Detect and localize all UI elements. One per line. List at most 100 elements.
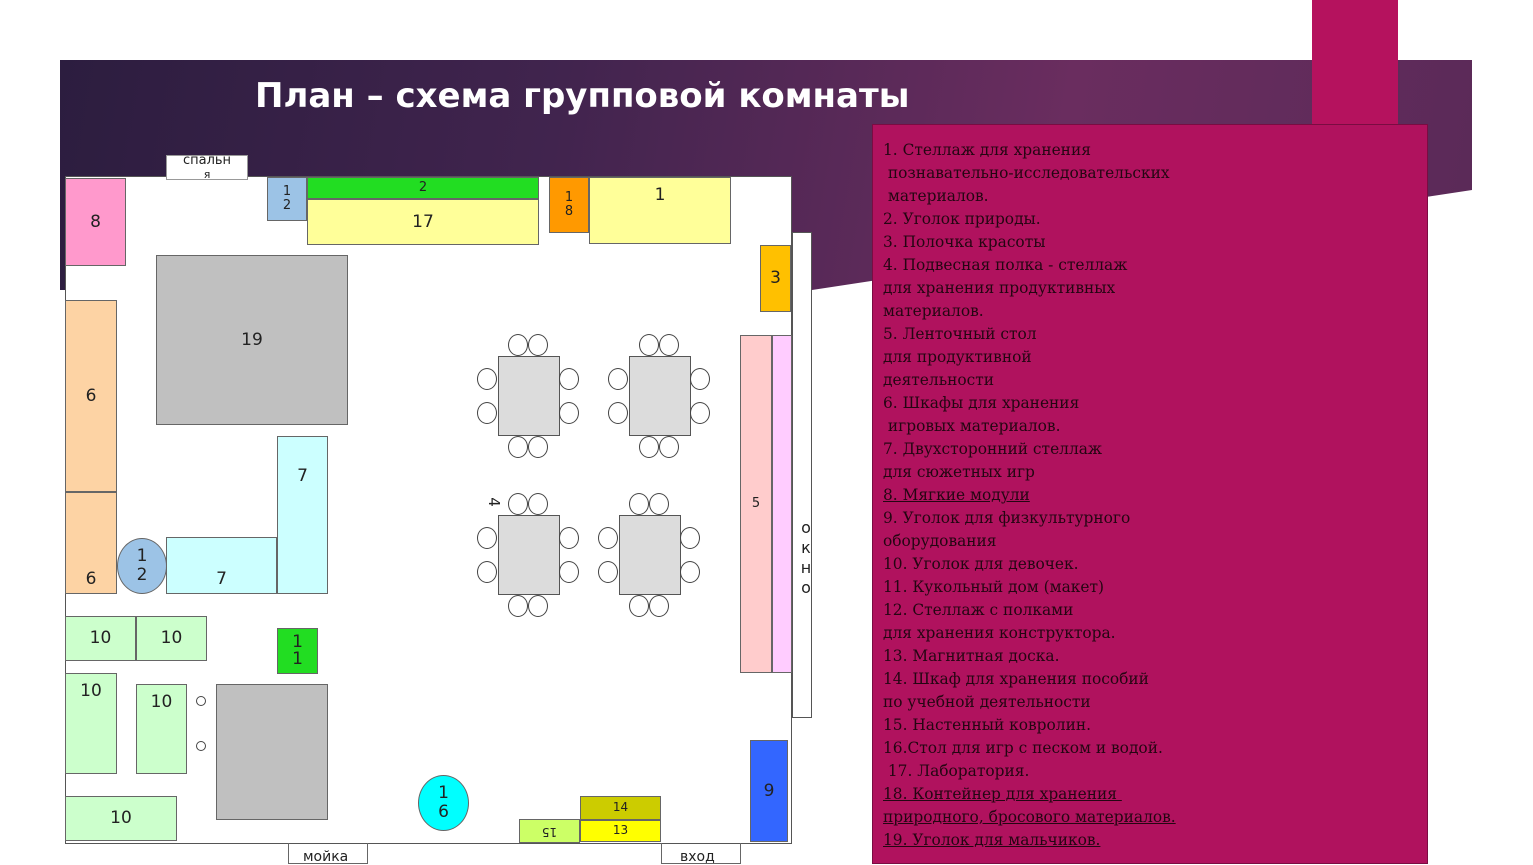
chair [649,595,669,617]
legend-item: 4. Подвесная полка - стеллаж [883,256,1128,274]
magnetic-board-13: 13 [580,820,661,842]
girls-corner-10-e: 10 [65,796,177,841]
chair [559,368,579,390]
chair [559,561,579,583]
legend-item: оборудования [883,532,997,550]
legend-item: для сюжетных игр [883,463,1035,481]
child-table [498,515,560,595]
page-title: План – схема групповой комнаты [255,76,910,116]
laboratory-17: 17 [307,199,539,245]
stray-label-4: 4 [484,497,503,507]
chair [680,561,700,583]
legend-item: 6. Шкафы для хранения [883,394,1080,412]
doll-house-11: 1 1 [277,628,318,674]
chair [629,595,649,617]
legend-item: по учебной деятельности [883,693,1091,711]
manuals-cabinet-14: 14 [580,796,661,820]
hanging-shelf-4 [772,335,792,673]
child-table [629,356,691,436]
legend-item: 9. Уголок для физкультурного [883,509,1131,527]
girls-corner-10-a: 10 [65,616,136,661]
chair [690,368,710,390]
chair [528,595,548,617]
chair [508,595,528,617]
chair [508,493,528,515]
container-18: 1 8 [549,177,589,233]
research-shelf-1: 1 [589,177,731,244]
legend-item: 3. Полочка красоты [883,233,1046,251]
chair [649,493,669,515]
girls-corner-10-b: 10 [136,616,207,661]
soft-modules-8: 8 [65,178,126,266]
window-frame [792,232,812,718]
ribbon-table-5: 5 [740,335,772,673]
legend-item: для хранения конструктора. [883,624,1116,642]
chair [598,561,618,583]
chair [559,527,579,549]
chair [528,334,548,356]
legend-item: 10. Уголок для девочек. [883,555,1079,573]
sink-door-frame [288,843,368,864]
carpet-15: 15 [519,819,580,843]
legend-item: 13. Магнитная доска. [883,647,1060,665]
chair [659,436,679,458]
legend-item: 15. Настенный ковролин. [883,716,1091,734]
chair [477,561,497,583]
chair [659,334,679,356]
legend-item: 17. Лаборатория. [883,762,1030,780]
story-rack-7-vertical: 7 [277,436,328,594]
sand-water-table-16: 1 6 [418,775,469,831]
legend-item: игровых материалов. [883,417,1061,435]
sports-corner-9: 9 [750,740,788,842]
chair [559,402,579,424]
game-cabinet-6-bottom: 6 [65,492,117,594]
legend-item: материалов. [883,187,989,205]
chair [598,527,618,549]
legend-item: 16.Стол для игр с песком и водой. [883,739,1163,757]
legend-item: деятельности [883,371,994,389]
legend-item: для продуктивной [883,348,1032,366]
girls-corner-10-c: 10 [65,673,117,774]
beauty-shelf-3: 3 [760,245,791,312]
child-table [619,515,681,595]
legend-item: 14. Шкаф для хранения пособий [883,670,1149,688]
sink-label: мойка [303,849,349,865]
chair [528,436,548,458]
chair [508,436,528,458]
chair [690,402,710,424]
chair [680,527,700,549]
chair [629,493,649,515]
legend-item: 18. Контейнер для хранения [883,785,1122,803]
child-table [498,356,560,436]
legend-item: 7. Двухсторонний стеллаж [883,440,1103,458]
legend-item: 1. Стеллаж для хранения [883,141,1091,159]
legend-item: 8. Мягкие модули [883,486,1030,504]
window-label: о к н о [800,518,812,597]
legend-item: для хранения продуктивных [883,279,1116,297]
chair [608,402,628,424]
legend-item: материалов. [883,302,984,320]
girls-corner-10-d: 10 [136,684,187,774]
chair [639,436,659,458]
legend-item: природного, бросового материалов. [883,808,1176,826]
stool-circle [196,696,206,706]
legend-item: 11. Кукольный дом (макет) [883,578,1105,596]
boys-corner-19: 19 [156,255,348,425]
entrance-door-frame [661,843,741,864]
legend-panel: 1. Стеллаж для хранения познавательно-ис… [872,124,1428,864]
legend-item: 12. Стеллаж с полками [883,601,1074,619]
grey-table [216,684,328,820]
story-rack-7-horizontal: 7 [166,537,277,594]
chair [477,368,497,390]
legend-item: 5. Ленточный стол [883,325,1037,343]
bedroom-door-label: спальн я [166,153,248,181]
nature-corner-2: 2 [307,177,539,199]
legend-item: познавательно-исследовательских [883,164,1170,182]
legend-item: 2. Уголок природы. [883,210,1041,228]
game-cabinet-6-top: 6 [65,300,117,492]
entrance-label: вход [680,849,715,865]
chair [528,493,548,515]
chair [508,334,528,356]
chair [477,527,497,549]
chair [608,368,628,390]
